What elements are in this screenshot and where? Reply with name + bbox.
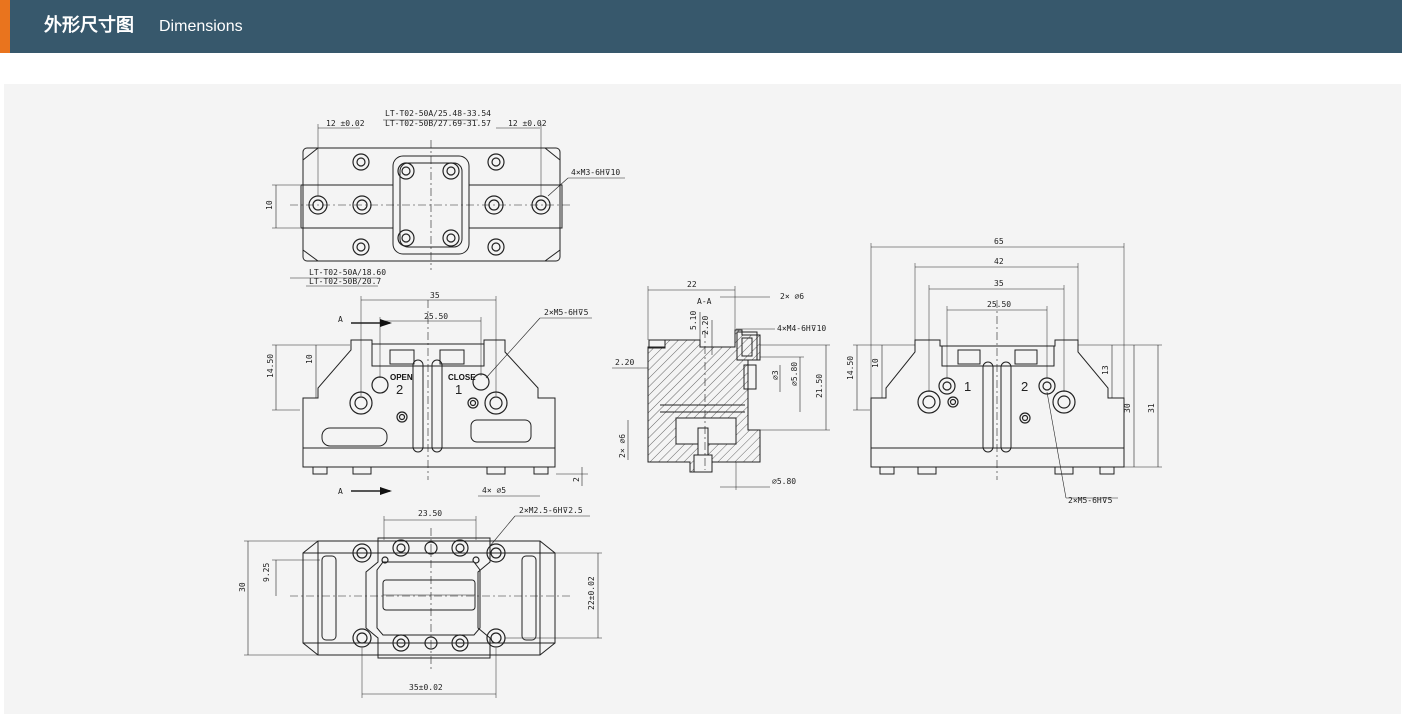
section-dia580b: ∅5.80 — [772, 477, 796, 486]
section-holes: 4×M4-6H⊽10 — [777, 324, 826, 333]
section-a-top: A — [338, 315, 343, 324]
top-label-a: LT-T02-50A/25.48-33.54 — [385, 109, 491, 118]
close-number: 1 — [455, 382, 462, 397]
page-title-en: Dimensions — [159, 18, 243, 35]
header-bar: 外形尺寸图 Dimensions — [0, 0, 1402, 53]
side-w42: 42 — [994, 257, 1004, 266]
bottom-h925: 9.25 — [262, 563, 271, 582]
top-tol-right: 12 ±0.02 — [508, 119, 547, 128]
side-h31: 31 — [1147, 403, 1156, 413]
top-height: 10 — [265, 200, 274, 210]
section-h510: 5.10 — [689, 311, 698, 330]
bottom-holes: 2×M2.5-6H⊽2.5 — [519, 506, 583, 515]
top-label-c: LT-T02-50A/18.60 — [309, 268, 386, 277]
side-h30: 30 — [1123, 403, 1132, 413]
section-dia6-top: 2× ∅6 — [780, 292, 804, 301]
close-label: CLOSE — [448, 373, 476, 382]
top-view — [272, 119, 625, 287]
section-h220b: 2.20 — [615, 358, 634, 367]
bottom-view — [244, 515, 602, 698]
side-w65: 65 — [994, 237, 1004, 246]
section-w22: 22 — [687, 280, 697, 289]
section-dia580a: ∅5.80 — [790, 362, 799, 386]
top-holes: 4×M3-6H⊽10 — [571, 168, 620, 177]
side-h10: 10 — [871, 358, 880, 368]
bottom-w2350: 23.50 — [418, 509, 442, 518]
side-number-2: 2 — [1021, 379, 1028, 394]
front-w35: 35 — [430, 291, 440, 300]
side-w2550: 25.50 — [987, 300, 1011, 309]
front-holes: 2×M5-6H⊽5 — [544, 308, 589, 317]
front-h10: 10 — [305, 354, 314, 364]
side-number-1: 1 — [964, 379, 971, 394]
side-h13: 13 — [1101, 365, 1110, 375]
section-view — [612, 286, 830, 490]
front-h2: 2 — [572, 477, 581, 482]
section-a-bottom: A — [338, 487, 343, 496]
bottom-h30: 30 — [238, 582, 247, 592]
front-h1450: 14.50 — [266, 354, 275, 378]
header-accent — [0, 0, 10, 53]
section-h220a: 2.20 — [701, 316, 710, 335]
side-view — [853, 243, 1162, 499]
section-h2150: 21.50 — [815, 374, 824, 398]
top-label-b: LT-T02-50B/27.69-31.57 — [385, 119, 491, 128]
open-number: 2 — [396, 382, 403, 397]
bottom-h22: 22±0.02 — [587, 576, 596, 610]
side-holes: 2×M5-6H⊽5 — [1068, 496, 1113, 505]
section-dia6-side: 2× ∅6 — [618, 434, 627, 458]
open-label: OPEN — [390, 373, 413, 382]
top-label-d: LT-T02-50B/20.7 — [309, 277, 381, 286]
front-view — [272, 296, 592, 497]
top-tol-left: 12 ±0.02 — [326, 119, 365, 128]
bottom-w35: 35±0.02 — [409, 683, 443, 692]
side-h1450: 14.50 — [846, 356, 855, 380]
section-dia3: ∅3 — [771, 370, 780, 380]
page-title-cn: 外形尺寸图 — [44, 15, 134, 36]
front-dia5: 4× ∅5 — [482, 486, 506, 495]
front-w2550: 25.50 — [424, 312, 448, 321]
section-title: A-A — [697, 297, 712, 306]
side-w35: 35 — [994, 279, 1004, 288]
